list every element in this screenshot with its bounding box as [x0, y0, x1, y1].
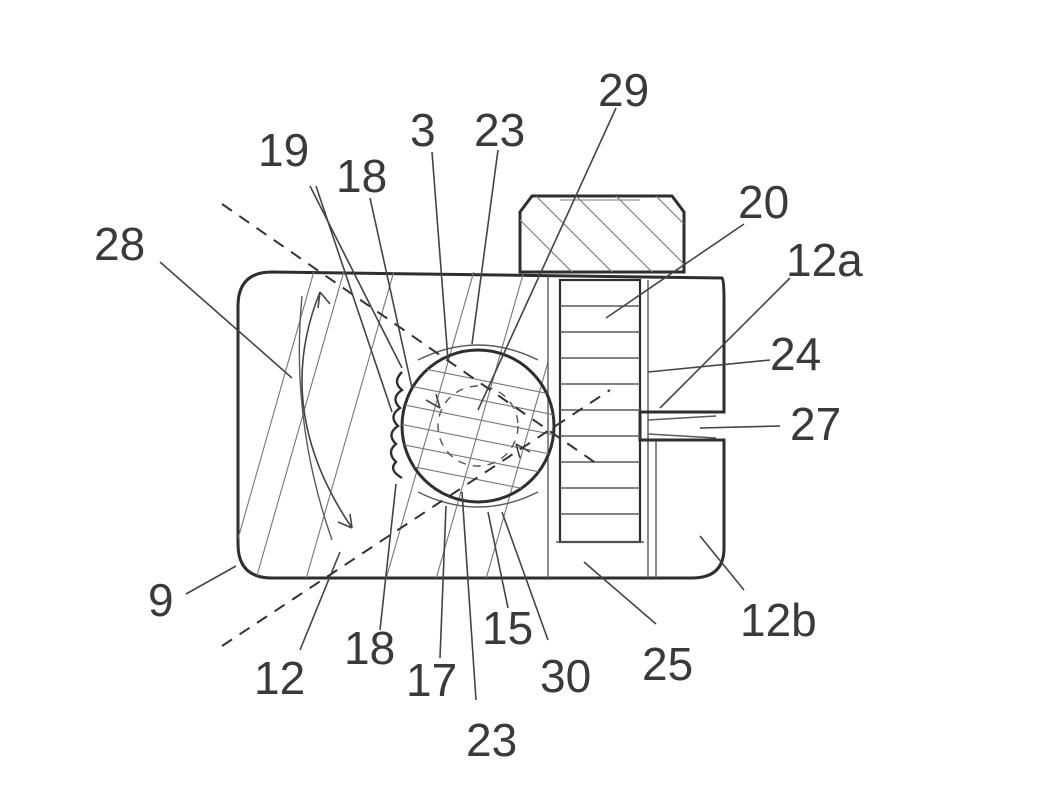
label-23-top: 23: [474, 104, 525, 156]
label-15: 15: [482, 602, 533, 654]
label-9: 9: [148, 574, 174, 626]
pivot-arrow: [302, 292, 352, 528]
label-12a: 12a: [786, 234, 863, 286]
label-24: 24: [770, 328, 821, 380]
axis-line: [222, 390, 610, 646]
label-25: 25: [642, 638, 693, 690]
label-17: 17: [406, 654, 457, 706]
label-3: 3: [410, 104, 436, 156]
label-19: 19: [258, 124, 309, 176]
slot: [640, 412, 724, 440]
label-28: 28: [94, 218, 145, 270]
spring-stack: [548, 276, 656, 578]
label-18-top: 18: [336, 150, 387, 202]
label-30: 30: [540, 650, 591, 702]
top-block: [500, 190, 740, 280]
label-29: 29: [598, 64, 649, 116]
label-23-bottom: 23: [466, 714, 517, 766]
label-20: 20: [738, 176, 789, 228]
label-12b: 12b: [740, 594, 817, 646]
label-12: 12: [254, 652, 305, 704]
label-18-bottom: 18: [344, 622, 395, 674]
label-27: 27: [790, 398, 841, 450]
leader-lines: [160, 108, 790, 700]
